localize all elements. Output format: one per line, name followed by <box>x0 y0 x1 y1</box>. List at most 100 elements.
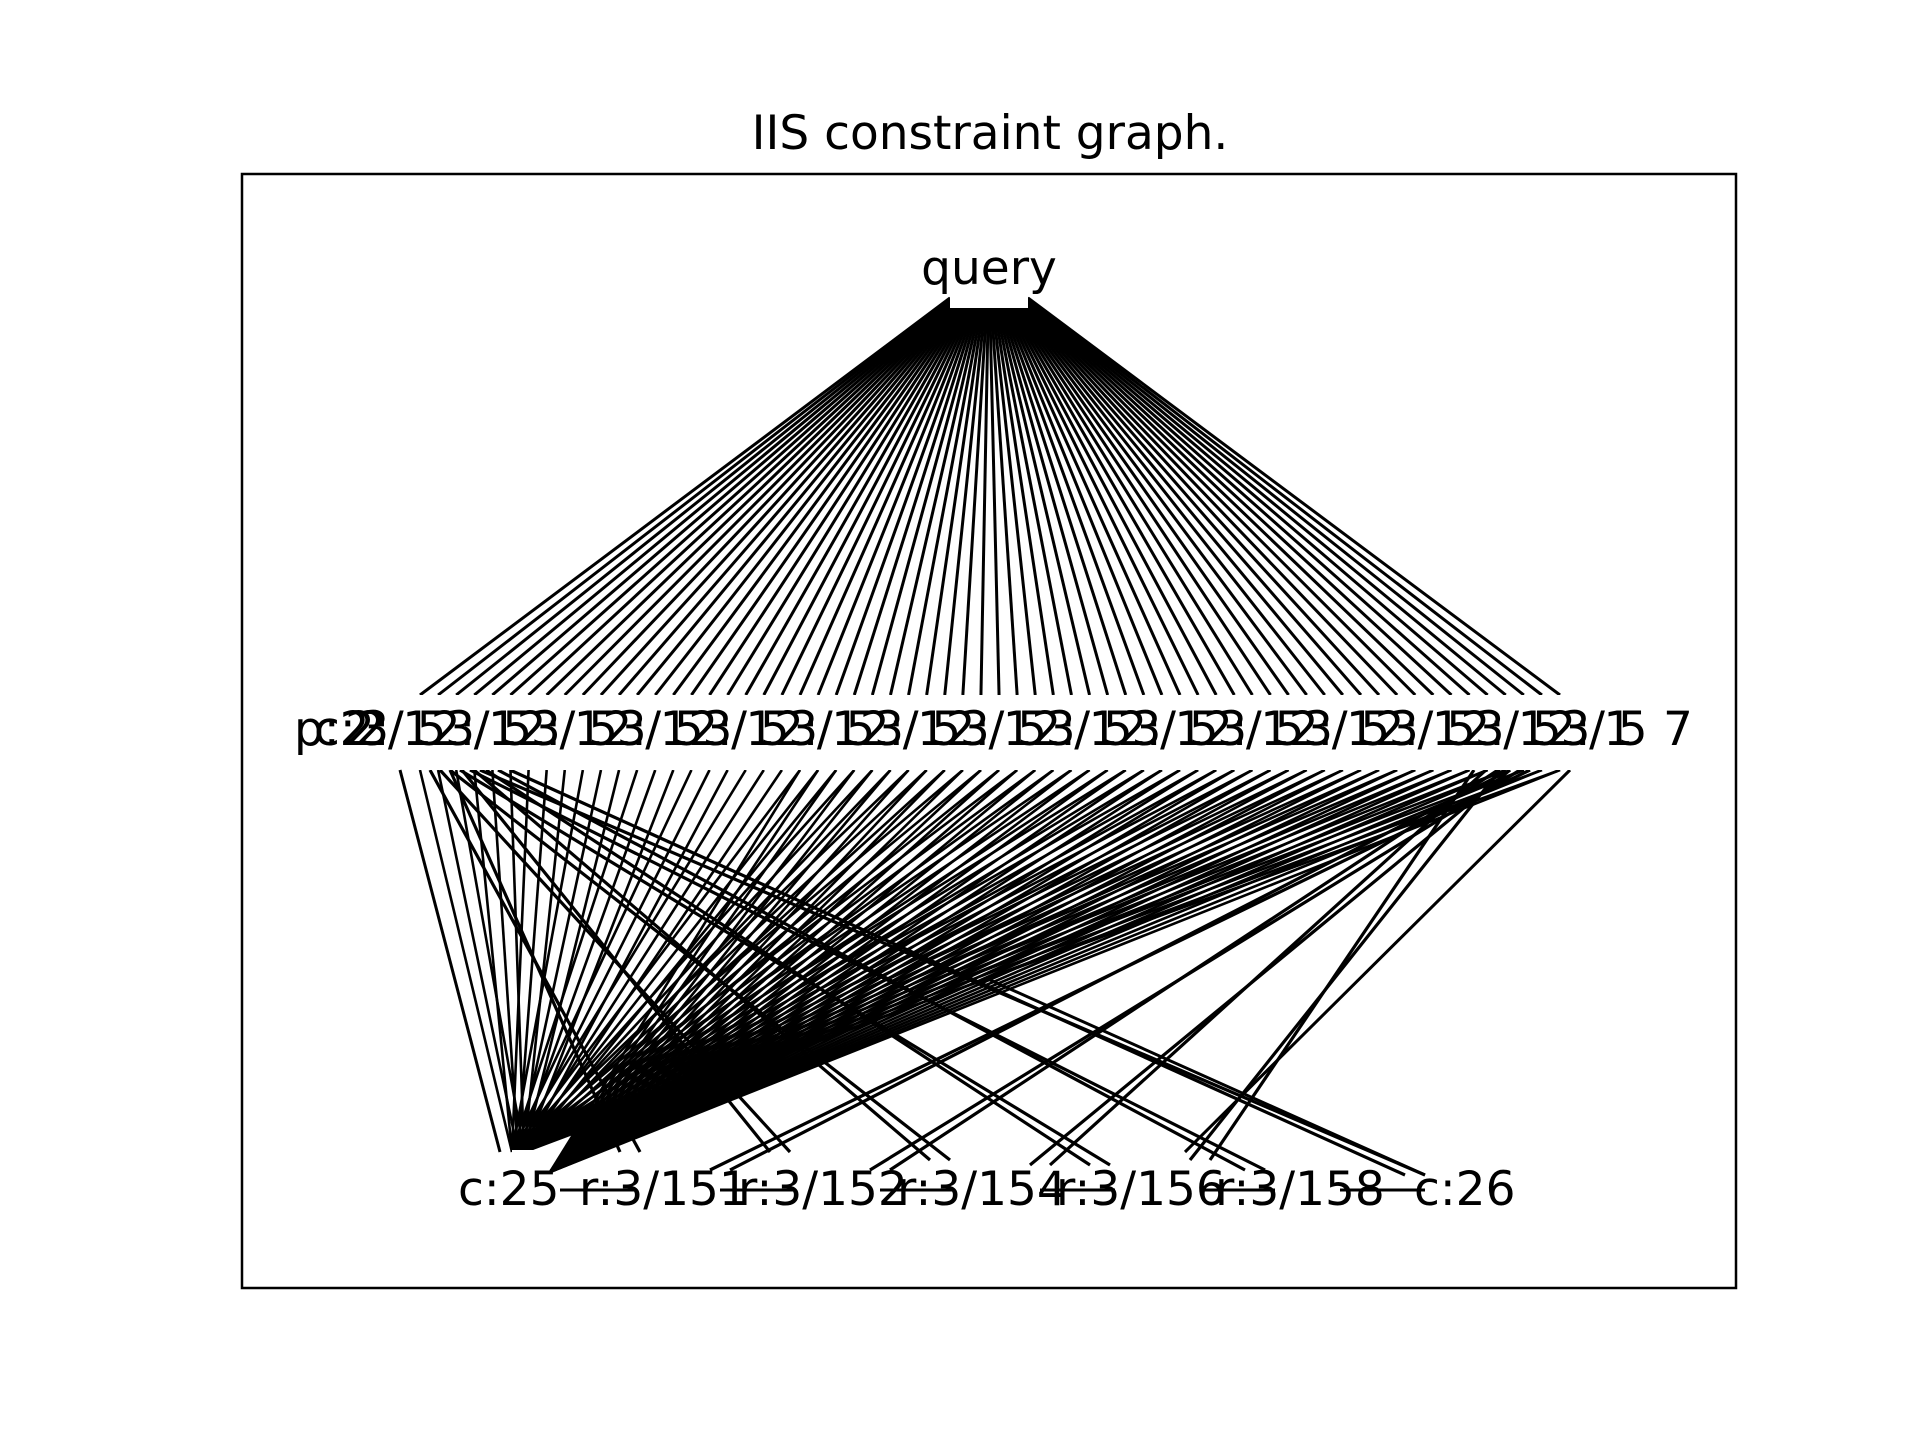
edge-right-to-bottom <box>1048 768 1488 1167</box>
edge-middle-to-c25 <box>511 768 1127 1154</box>
edge-root-to-middle <box>1025 296 1543 697</box>
edge-root-to-middle <box>961 297 989 696</box>
middle-label-glyph: : <box>1060 702 1076 757</box>
edge-root-to-middle <box>1010 297 1326 696</box>
edge-root-to-middle <box>690 297 970 696</box>
middle-label-glyph: 3 <box>1475 702 1505 757</box>
edge-root-to-middle <box>1001 297 1200 696</box>
middle-label-glyph: 3 <box>1046 702 1076 757</box>
edge-root-to-middle <box>852 297 982 696</box>
edge-middle-to-c25 <box>472 769 514 1153</box>
middle-label-glyph: : <box>459 702 475 757</box>
node-box-c25 <box>512 1150 550 1164</box>
middle-label-glyph: 2 <box>1031 702 1061 757</box>
edge-middle-to-c25 <box>510 769 585 1153</box>
edge-root-to-middle <box>1005 297 1254 696</box>
edge-root-to-middle <box>1023 296 1507 697</box>
edge-middle-to-c25 <box>511 769 964 1153</box>
edge-root-to-middle <box>989 297 1019 696</box>
edge-root-to-middle <box>473 296 955 697</box>
middle-label-glyph: / <box>560 702 576 757</box>
edge-root-to-middle <box>925 297 987 696</box>
edge-root-to-middle <box>762 297 975 696</box>
edge-root-to-middle <box>1027 296 1561 697</box>
edge-root-to-middle <box>563 296 961 697</box>
middle-label-glyph: 3 <box>1561 702 1591 757</box>
middle-label-glyph: / <box>1589 702 1605 757</box>
middle-label-glyph: 5 <box>502 702 532 757</box>
edge-root-to-middle <box>1000 297 1182 696</box>
edge-root-to-middle <box>1022 296 1489 697</box>
edge-middle-to-c25 <box>511 769 856 1153</box>
edge-root-to-middle <box>990 297 1037 696</box>
middle-label-glyph: / <box>817 702 833 757</box>
middle-label-glyph: 1 <box>488 702 518 757</box>
middle-label-glyph: / <box>1246 702 1262 757</box>
edge-root-to-middle <box>545 296 960 697</box>
edge-root-to-middle <box>993 297 1073 696</box>
middle-label-glyph: 1 <box>1003 702 1033 757</box>
bottom-node-r151: r:3/151 <box>579 1162 749 1217</box>
edge-middle-to-c25 <box>510 769 693 1153</box>
middle-label-glyph: 5 <box>1360 702 1390 757</box>
middle-label-left-overlap: c:2 <box>314 702 386 757</box>
middle-label-glyph: 1 <box>1346 702 1376 757</box>
edge-left-to-bottom <box>460 768 772 1154</box>
edge-root-to-middle <box>455 296 954 697</box>
bottom-node-r152: r:3/152 <box>738 1162 908 1217</box>
edge-root-to-middle <box>1014 296 1381 697</box>
edge-right-to-bottom <box>729 768 1511 1172</box>
edge-root-to-middle <box>1018 296 1435 697</box>
middle-label-glyph: 3 <box>703 702 733 757</box>
middle-label-glyph: : <box>803 702 819 757</box>
middle-label-glyph: 1 <box>402 702 432 757</box>
edge-root-to-middle <box>907 297 985 696</box>
middle-label-glyph: 3 <box>788 702 818 757</box>
middle-label-glyph: : <box>1575 702 1591 757</box>
plot-frame <box>240 172 1738 1290</box>
edge-middle-to-c25 <box>511 768 1398 1154</box>
edge-root-to-middle <box>581 296 963 697</box>
middle-label-glyph: 5 <box>1189 702 1219 757</box>
edge-root-to-middle <box>988 297 1001 696</box>
edge-root-to-middle <box>509 296 958 697</box>
middle-label-band: 23:/1523:/1523:/1523:/1523:/1523:/1523:/… <box>345 695 1648 770</box>
edge-right-to-bottom <box>1208 769 1476 1161</box>
edge-middle-to-c25 <box>511 768 1235 1154</box>
edge-root-to-middle <box>1019 296 1453 697</box>
middle-label-glyph: 2 <box>688 702 718 757</box>
middle-label-glyph: 1 <box>574 702 604 757</box>
middle-band-background <box>405 695 1575 770</box>
edge-middle-to-c25 <box>511 768 1181 1154</box>
edge-middle-to-c25 <box>418 769 514 1153</box>
edge-root-to-middle <box>798 297 978 696</box>
middle-label-glyph: 2 <box>774 702 804 757</box>
edges-root-to-middle <box>419 296 1561 697</box>
middle-label-glyph: 2 <box>946 702 976 757</box>
middle-label-glyph: : <box>545 702 561 757</box>
middle-label-glyph: 2 <box>1117 702 1147 757</box>
middle-label-glyph: : <box>1146 702 1162 757</box>
edge-left-to-bottom <box>509 768 1406 1177</box>
edge-root-to-middle <box>437 296 953 697</box>
middle-label-glyph: 2 <box>345 702 375 757</box>
edge-middle-to-c25 <box>511 769 910 1153</box>
edge-root-to-middle <box>654 297 968 696</box>
middle-label-glyph: 5 <box>674 702 704 757</box>
edge-root-to-middle <box>998 297 1146 696</box>
middle-label-glyph: 1 <box>831 702 861 757</box>
edge-root-to-middle <box>996 297 1128 696</box>
middle-label-glyph: 1 <box>1260 702 1290 757</box>
edge-root-to-middle <box>1006 297 1272 696</box>
middle-label-glyph: 5 <box>1532 702 1562 757</box>
edge-root-to-middle <box>599 296 964 697</box>
edge-root-to-middle <box>1009 297 1308 696</box>
edge-root-to-middle <box>889 297 984 696</box>
middle-label-glyph: 3 <box>359 702 389 757</box>
bottom-node-c25: c:25 <box>458 1162 559 1217</box>
edge-root-to-middle <box>419 296 951 697</box>
middle-label-glyph: 1 <box>660 702 690 757</box>
middle-label-glyph: : <box>888 702 904 757</box>
edge-right-outer <box>1183 768 1572 1154</box>
